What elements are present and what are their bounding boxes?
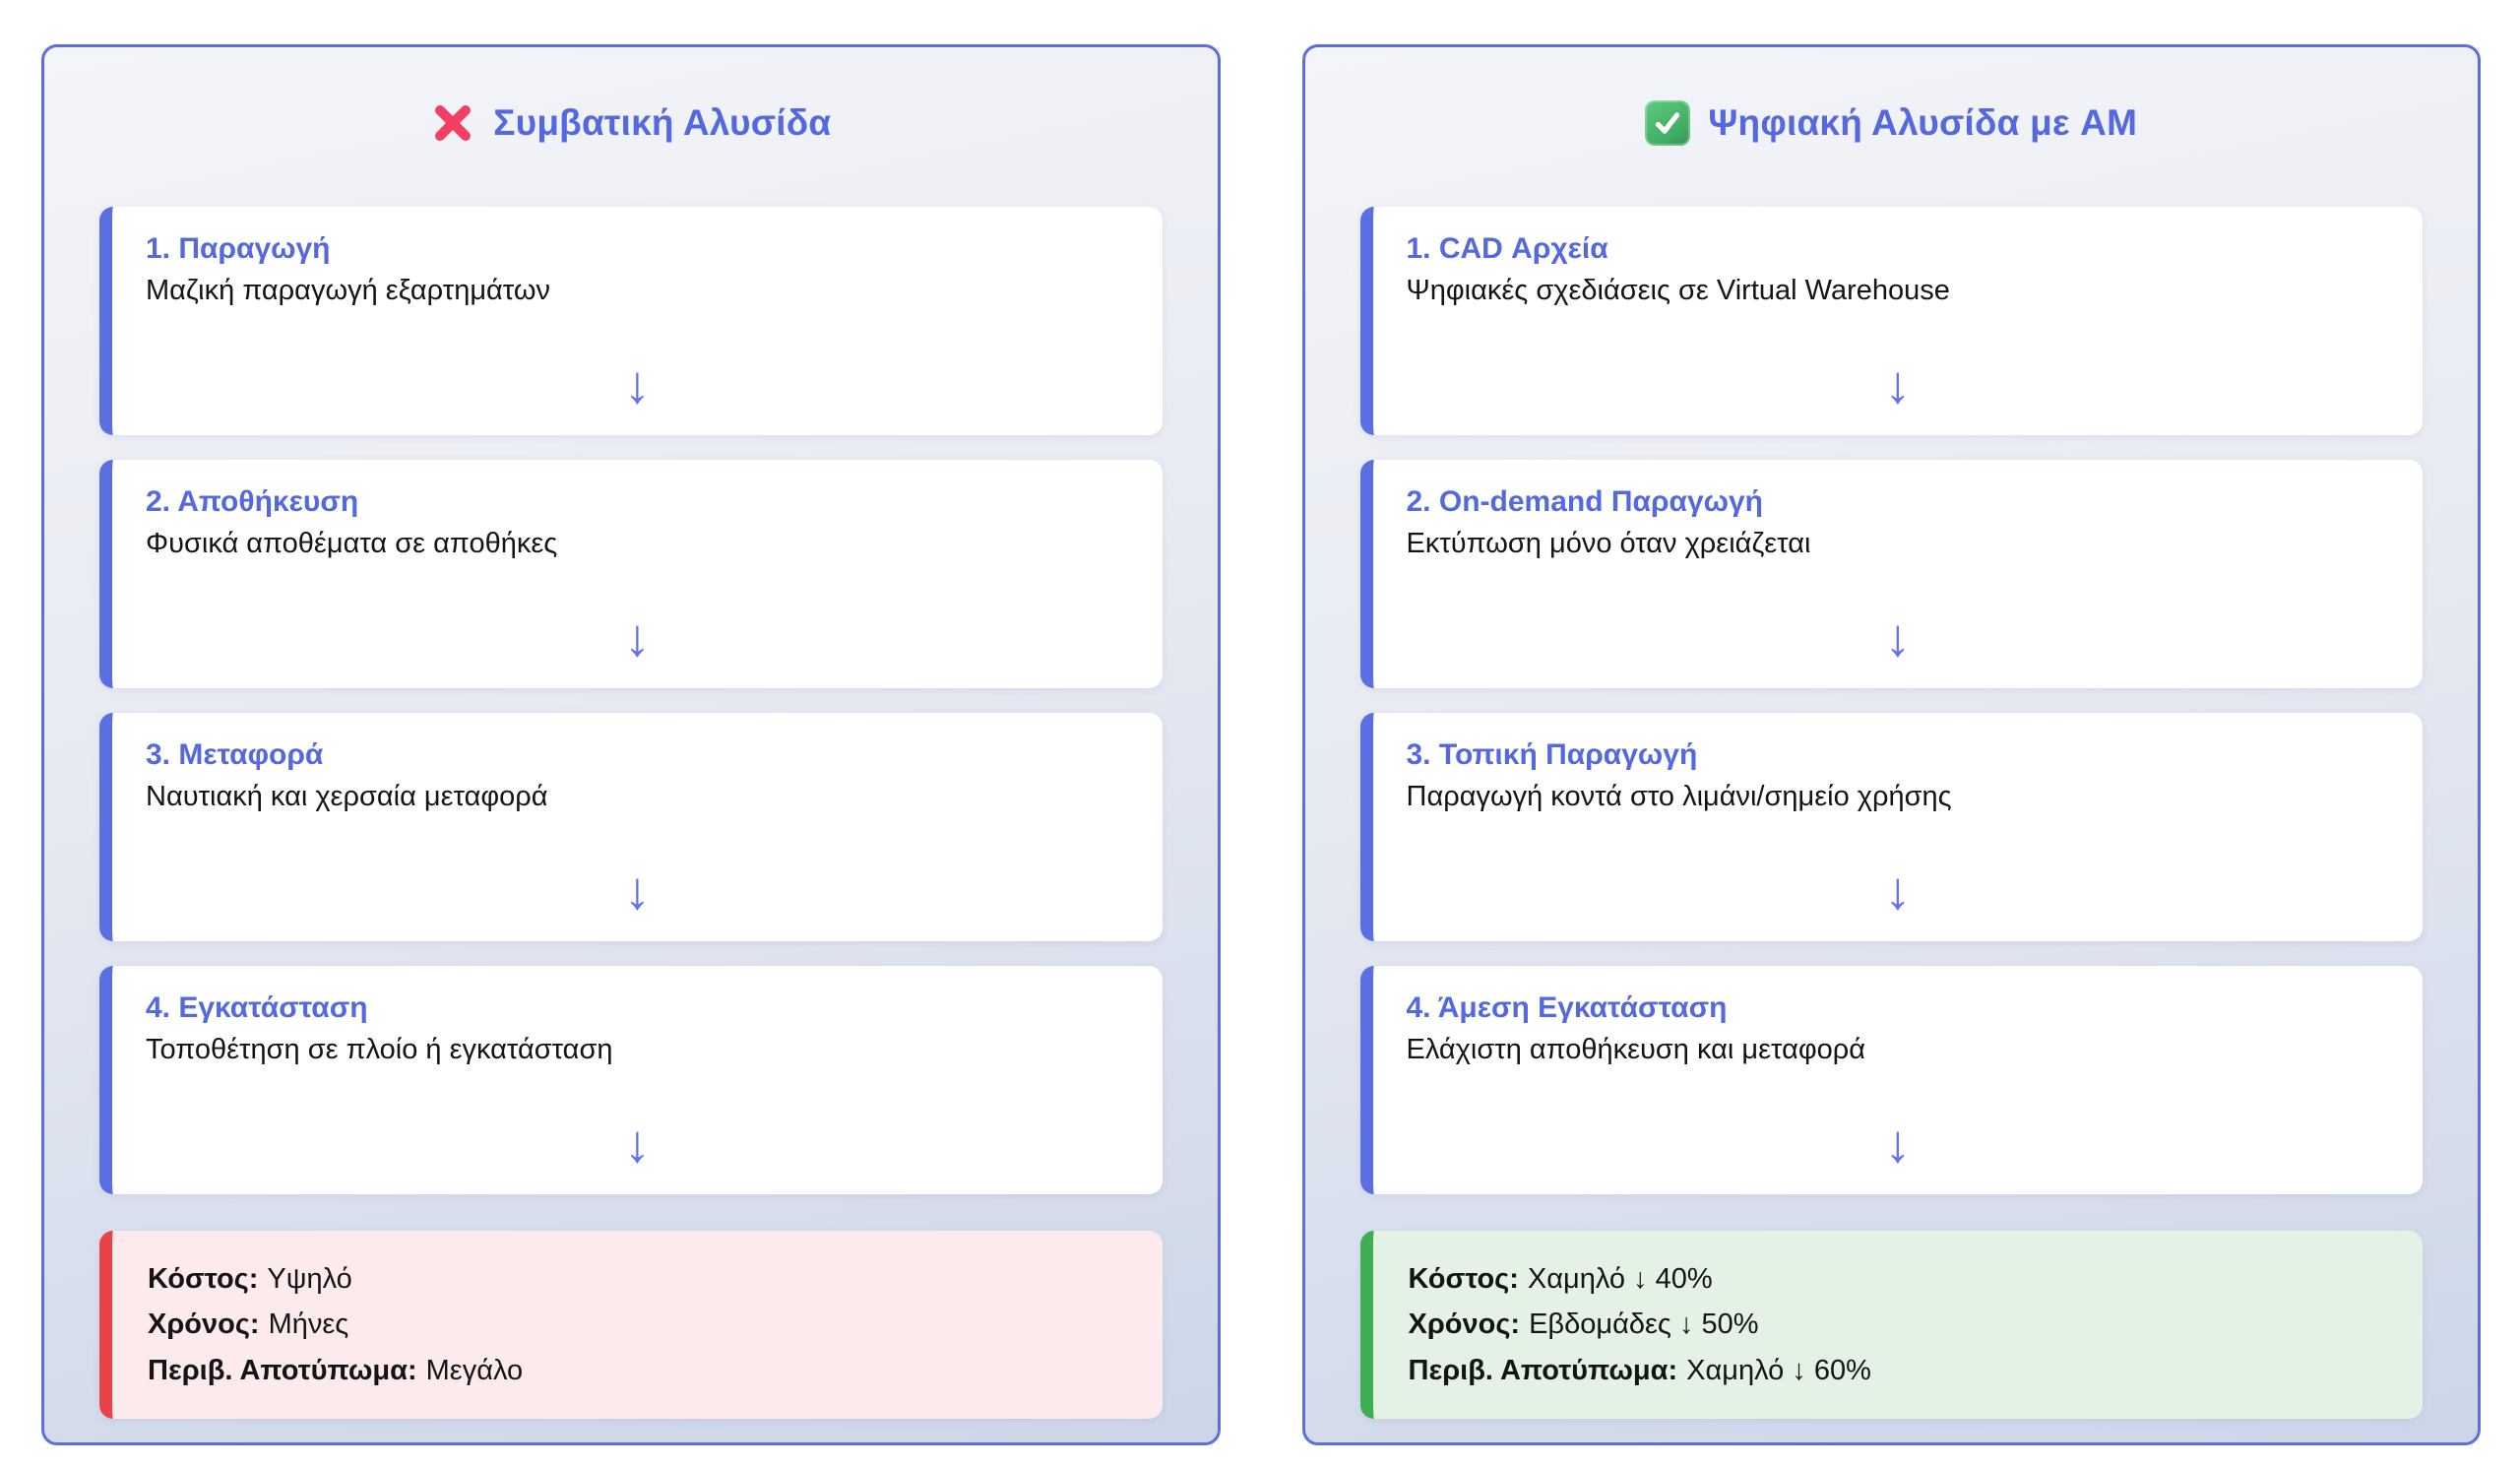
step-description: Παραγωγή κοντά στο λιμάνι/σημείο χρήσης — [1406, 781, 1952, 812]
step-description: Φυσικά αποθέματα σε αποθήκες — [146, 528, 558, 559]
step-description: Τοποθέτηση σε πλοίο ή εγκατάσταση — [146, 1034, 613, 1065]
down-arrow-icon: ↓ — [623, 1115, 651, 1174]
down-arrow-icon: ↓ — [1884, 862, 1912, 921]
summary-value: Χαμηλό ↓ 40% — [1527, 1263, 1713, 1295]
panel-conventional-chain: Συμβατική Αλυσίδα 1. Παραγωγή Μαζική παρ… — [41, 44, 1221, 1445]
summary-line-time: Χρόνος:Μήνες — [148, 1302, 1127, 1347]
step-card-transport: 3. Μεταφορά Ναυτιακή και χερσαία μεταφορ… — [99, 713, 1163, 941]
step-card-production: 1. Παραγωγή Μαζική παραγωγή εξαρτημάτων … — [99, 207, 1163, 435]
down-arrow-icon: ↓ — [623, 608, 651, 668]
step-card-local-production: 3. Τοπική Παραγωγή Παραγωγή κοντά στο λι… — [1359, 713, 2423, 941]
step-card-storage: 2. Αποθήκευση Φυσικά αποθέματα σε αποθήκ… — [99, 460, 1163, 688]
panel-digital-chain: Ψηφιακή Αλυσίδα με AM 1. CAD Αρχεία Ψηφι… — [1301, 44, 2481, 1445]
summary-line-cost: Κόστος:Υψηλό — [148, 1256, 1127, 1302]
panel-digital-header: Ψηφιακή Αλυσίδα με AM — [1360, 98, 2424, 148]
step-description: Εκτύπωση μόνο όταν χρειάζεται — [1406, 528, 1811, 559]
step-card-direct-installation: 4. Άμεση Εγκατάσταση Ελάχιστη αποθήκευση… — [1359, 966, 2423, 1194]
step-title: 4. Εγκατάσταση — [146, 991, 368, 1024]
step-title: 1. Παραγωγή — [146, 232, 331, 265]
summary-line-time: Χρόνος:Εβδομάδες ↓ 50% — [1409, 1302, 2388, 1347]
x-icon — [430, 100, 475, 146]
step-description: Ναυτιακή και χερσαία μεταφορά — [146, 781, 548, 812]
summary-line-footprint: Περιβ. Αποτύπωμα:Χαμηλό ↓ 60% — [1409, 1348, 2388, 1393]
summary-line-cost: Κόστος:Χαμηλό ↓ 40% — [1409, 1256, 2388, 1302]
summary-label: Χρόνος: — [1408, 1308, 1521, 1341]
summary-label: Κόστος: — [1408, 1263, 1519, 1295]
summary-value: Μήνες — [268, 1308, 349, 1341]
step-title: 4. Άμεση Εγκατάσταση — [1406, 991, 1728, 1024]
summary-card-digital: Κόστος:Χαμηλό ↓ 40% Χρόνος:Εβδομάδες ↓ 5… — [1359, 1231, 2423, 1420]
down-arrow-icon: ↓ — [1884, 1115, 1912, 1174]
summary-value: Χαμηλό ↓ 60% — [1686, 1354, 1871, 1386]
summary-value: Μεγάλο — [425, 1354, 524, 1386]
summary-line-footprint: Περιβ. Αποτύπωμα:Μεγάλο — [148, 1348, 1127, 1393]
step-card-installation: 4. Εγκατάσταση Τοποθέτηση σε πλοίο ή εγκ… — [99, 966, 1163, 1194]
check-icon — [1645, 100, 1691, 146]
step-title: 2. On-demand Παραγωγή — [1406, 485, 1764, 518]
panel-title: Ψηφιακή Αλυσίδα με AM — [1708, 102, 2138, 143]
step-description: Ελάχιστη αποθήκευση και μεταφορά — [1406, 1034, 1866, 1065]
down-arrow-icon: ↓ — [1884, 608, 1912, 668]
step-card-cad-files: 1. CAD Αρχεία Ψηφιακές σχεδιάσεις σε Vir… — [1359, 207, 2423, 435]
summary-label: Κόστος: — [148, 1263, 259, 1295]
step-description: Ψηφιακές σχεδιάσεις σε Virtual Warehouse — [1406, 275, 1950, 306]
down-arrow-icon: ↓ — [1884, 355, 1912, 415]
down-arrow-icon: ↓ — [623, 355, 651, 415]
summary-label: Χρόνος: — [148, 1308, 260, 1341]
down-arrow-icon: ↓ — [623, 862, 651, 921]
summary-label: Περιβ. Αποτύπωμα: — [148, 1354, 417, 1386]
step-title: 3. Μεταφορά — [146, 738, 324, 771]
panel-conventional-header: Συμβατική Αλυσίδα — [99, 98, 1163, 148]
step-title: 3. Τοπική Παραγωγή — [1406, 738, 1698, 771]
summary-value: Εβδομάδες ↓ 50% — [1529, 1308, 1759, 1341]
summary-card-conventional: Κόστος:Υψηλό Χρόνος:Μήνες Περιβ. Αποτύπω… — [99, 1231, 1163, 1420]
panel-title: Συμβατική Αλυσίδα — [493, 102, 832, 143]
step-description: Μαζική παραγωγή εξαρτημάτων — [146, 275, 550, 306]
step-title: 1. CAD Αρχεία — [1406, 232, 1608, 265]
summary-label: Περιβ. Αποτύπωμα: — [1408, 1354, 1678, 1386]
summary-value: Υψηλό — [267, 1263, 352, 1295]
step-title: 2. Αποθήκευση — [146, 485, 359, 518]
step-card-on-demand: 2. On-demand Παραγωγή Εκτύπωση μόνο όταν… — [1359, 460, 2423, 688]
